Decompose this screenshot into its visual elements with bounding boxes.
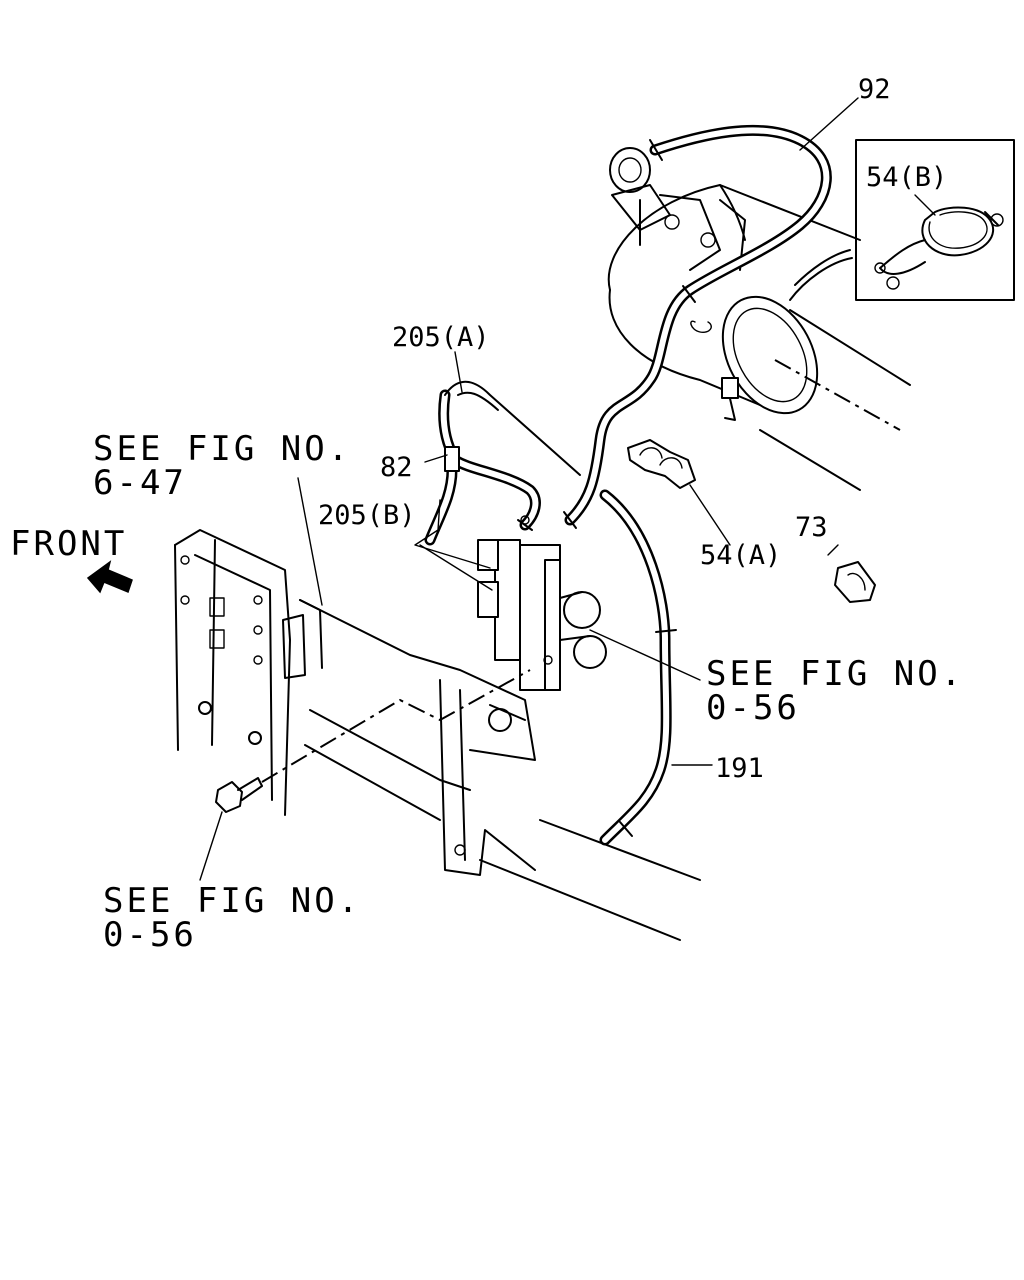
- exhaust-pipe-assembly: [607, 147, 911, 491]
- valve-block: [477, 515, 607, 691]
- hose-92: [563, 124, 832, 529]
- clip-54a: [627, 439, 696, 489]
- label-front: FRONT: [10, 524, 127, 564]
- label-ref-056b-line2: 0-56: [103, 915, 197, 955]
- label-part-73: 73: [795, 512, 828, 543]
- frame-bracket: [174, 529, 701, 941]
- clip-73: [834, 561, 876, 603]
- label-ref-647-line1: SEE FIG NO.: [93, 429, 351, 469]
- label-part-54a: 54(A): [700, 540, 781, 571]
- label-part-205b: 205(B): [318, 500, 416, 531]
- hose-191: [599, 489, 677, 846]
- hoses-205: [424, 380, 581, 546]
- inset-detail-54b: [855, 139, 1015, 301]
- label-ref-056b-line1: SEE FIG NO.: [103, 881, 361, 921]
- label-part-92: 92: [858, 74, 891, 105]
- label-ref-056a-line1: SEE FIG NO.: [706, 654, 964, 694]
- front-arrow-icon: [86, 560, 133, 594]
- label-ref-056a-line2: 0-56: [706, 688, 800, 728]
- label-ref-647-line2: 6-47: [93, 463, 187, 503]
- label-part-54b: 54(B): [866, 162, 947, 193]
- label-part-191: 191: [715, 753, 764, 784]
- part-labels: 92 54(B) 205(A) 82 205(B) 54(A) 73 191 F…: [10, 74, 964, 955]
- leader-lines: [199, 97, 936, 881]
- label-part-82: 82: [380, 452, 413, 483]
- bolt: [215, 669, 531, 813]
- label-part-205a: 205(A): [392, 322, 490, 353]
